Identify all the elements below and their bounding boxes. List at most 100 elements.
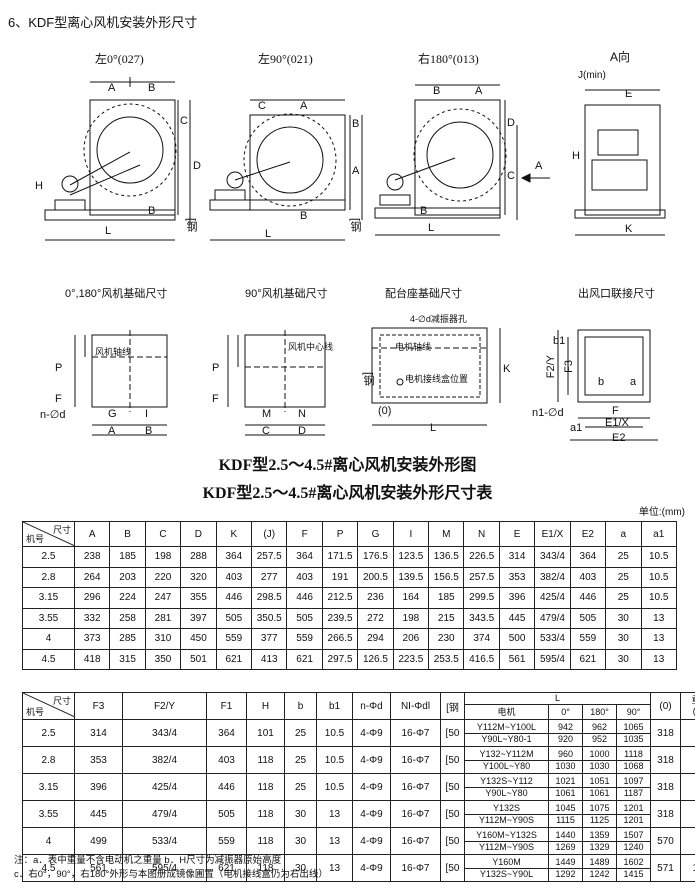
view-right180	[374, 84, 550, 236]
table-cell: 171.5	[321, 546, 359, 568]
column-header: F2/Y	[122, 692, 207, 720]
table-cell: [50	[440, 746, 465, 774]
dim-a1: a1	[570, 422, 583, 434]
length-value: 1030	[589, 760, 610, 771]
dim-B: B	[148, 82, 156, 94]
table-cell: 296	[73, 587, 111, 609]
table-cell: 505	[215, 607, 253, 629]
base-0-180	[74, 330, 168, 436]
table-cell: 266.5	[321, 628, 359, 650]
view-left0	[44, 77, 191, 241]
table-cell: 10.5	[316, 719, 353, 747]
table-cell: 118	[246, 773, 285, 801]
table-cell: 123.5	[392, 546, 430, 568]
dim-L-2: L	[265, 228, 272, 240]
table-cell: 10.5	[640, 587, 677, 609]
length-value: 1201	[617, 803, 650, 815]
table-cell: 570	[650, 827, 682, 855]
outlet-flange	[557, 329, 658, 441]
motor-model: Y132S~Y90L	[479, 868, 534, 879]
table-cell: [50	[440, 719, 465, 747]
length-value: 1115	[556, 814, 575, 825]
dim-C-3: C	[507, 170, 515, 182]
length-value: 1187	[623, 787, 644, 798]
dim-E1X: E1/X	[605, 417, 629, 429]
base-90	[227, 330, 326, 436]
table-cell: 374	[463, 628, 500, 650]
table-cell: 203	[109, 566, 146, 588]
table-cell: 10.5	[640, 546, 677, 568]
motor-model: Y160M	[465, 857, 548, 869]
dim-P-b1: P	[55, 362, 63, 374]
column-header: E2	[569, 521, 607, 547]
dim-B-b1: B	[145, 425, 153, 437]
corner-label-model: 机号	[26, 707, 45, 717]
table-cell: 16-Φ7	[390, 800, 441, 828]
table-cell: 373	[73, 628, 111, 650]
table-cell: 425/4	[534, 587, 571, 609]
table-cell: 450	[180, 628, 217, 650]
table-cell: 200.5	[357, 566, 394, 588]
view-label-left90: 左90°(021)	[258, 52, 313, 66]
label-fan-axis: 风机轴线	[95, 347, 132, 357]
corner-label-size: 尺寸	[52, 696, 71, 706]
table-cell: 253.5	[428, 648, 465, 670]
length-value: 1201	[623, 814, 644, 825]
table-corner-header: 尺寸机号	[22, 692, 75, 720]
length-value: 1061	[555, 787, 576, 798]
column-header: (J)	[251, 521, 288, 547]
table-cell: 364	[286, 546, 323, 568]
column-header: H	[246, 692, 285, 720]
length-value: 962	[583, 722, 616, 734]
label-damper: 4-∅d减振器孔	[410, 314, 467, 324]
column-header: [钢	[440, 692, 465, 720]
table-cell: 479/4	[534, 607, 571, 629]
table-cell: 285	[109, 628, 146, 650]
table-cell: 215	[428, 607, 465, 629]
table-cell: 332	[73, 607, 111, 629]
motor-model: Y160M~Y132S	[465, 830, 548, 842]
column-subheader: 0°	[548, 703, 583, 721]
length-value: 1242	[589, 868, 610, 879]
dim-C-b2: C	[262, 425, 270, 437]
table-cell: 595/4	[122, 854, 207, 882]
label-base-0-180: 0°,180°风机基础尺寸	[65, 288, 168, 300]
table-cell: 176.5	[357, 546, 394, 568]
table-cell: 446	[569, 587, 607, 609]
column-header-zero: (0)	[650, 692, 682, 720]
motor-model: Y100L~Y80	[482, 760, 531, 771]
table-cell: 382/4	[122, 746, 207, 774]
table-cell: 239.5	[321, 607, 359, 629]
column-header: F1	[206, 692, 247, 720]
motor-model: Y112M~Y90S	[478, 841, 535, 852]
table-cell: 413	[251, 648, 288, 670]
length-value: 1440	[549, 830, 582, 842]
dim-H-4: H	[572, 150, 580, 162]
dim-E: E	[625, 88, 633, 100]
dim-P-b2: P	[212, 362, 220, 374]
label-pedestal: 配台座基础尺寸	[385, 288, 462, 300]
column-subheader: 180°	[582, 703, 617, 721]
length-value: 1292	[555, 868, 576, 879]
length-value: 1269	[555, 841, 576, 852]
table-cell: 281	[144, 607, 182, 629]
